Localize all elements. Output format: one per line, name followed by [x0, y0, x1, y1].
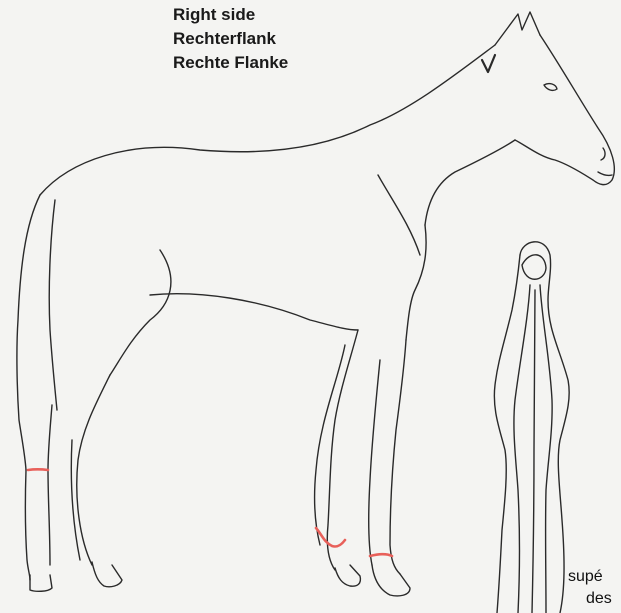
left-hind-marking [28, 469, 48, 470]
horse-mouth [598, 172, 612, 175]
horse-stifle [110, 250, 171, 375]
leg-detail-knob [522, 255, 546, 279]
leg-detail-line-3 [532, 290, 535, 613]
caption-line-1: supé [568, 566, 612, 588]
horse-mane-tick [482, 55, 495, 72]
horse-head [515, 35, 614, 185]
leg-detail-diagram [494, 242, 569, 613]
horse-front-leg-right [390, 340, 406, 574]
horse-shoulder [378, 175, 420, 255]
horse-front-hoof-left [335, 565, 360, 586]
leg-detail-line-1 [514, 285, 530, 613]
horse-belly [150, 294, 358, 330]
caption-line-2: des [568, 588, 612, 610]
leg-detail-outline [520, 242, 569, 613]
horse-hind-leg-left-inner [48, 405, 52, 565]
horse-hind-hoof-right [92, 562, 122, 587]
right-fore-marking [370, 554, 392, 556]
horse-tail-inner [49, 200, 57, 410]
horse-hind-leg-right [77, 375, 110, 565]
horse-eye [544, 84, 557, 91]
horse-front-hoof-right [372, 565, 410, 596]
horse-front-leg-right-inner [369, 360, 380, 565]
leg-detail-outline-left [494, 255, 520, 613]
horse-ear-right [495, 12, 540, 45]
horse-nostril [601, 148, 605, 160]
horse-hind-hoof-left [30, 575, 52, 591]
horse-front-leg-left-inner [315, 345, 345, 545]
horse-outline-back [40, 45, 495, 195]
horse-chest [406, 225, 426, 340]
horse-tail [17, 195, 40, 470]
leg-detail-line-2 [540, 285, 552, 613]
horse-front-leg-left [327, 330, 358, 570]
horse-jaw [425, 140, 515, 225]
cropped-caption: supé des [568, 566, 612, 610]
horse-hind-leg-left [25, 470, 30, 580]
